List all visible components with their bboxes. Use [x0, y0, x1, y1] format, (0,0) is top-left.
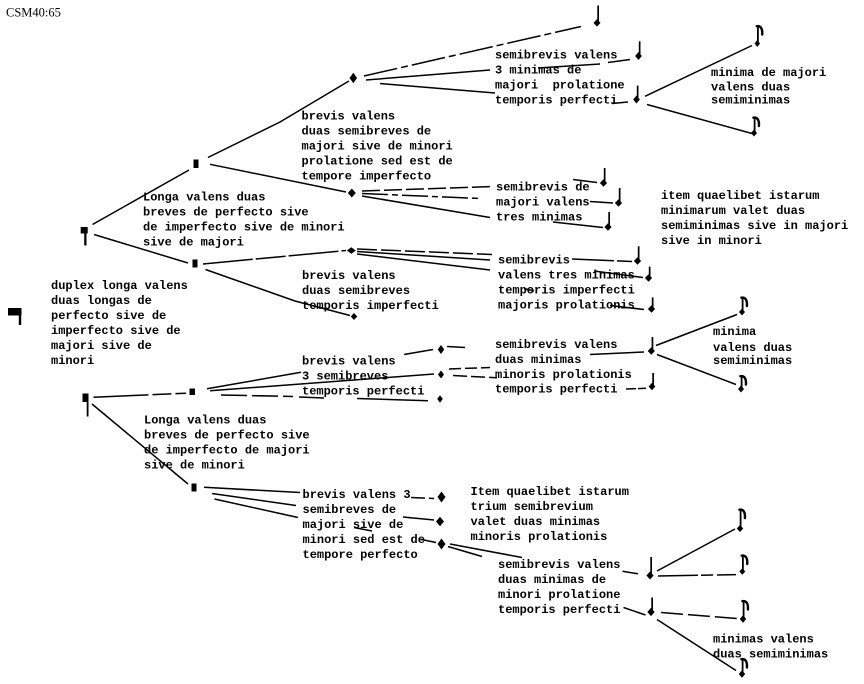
svg-text:tres minimas: tres minimas: [496, 211, 582, 225]
svg-text:duas minimas de: duas minimas de: [498, 573, 606, 587]
svg-text:tempore perfecto: tempore perfecto: [303, 548, 418, 562]
svg-text:duas longas de: duas longas de: [51, 294, 152, 308]
svg-text:duas semibreves de: duas semibreves de: [302, 125, 432, 139]
svg-text:brevis valens: brevis valens: [302, 355, 396, 369]
svg-text:majori prolatione: majori prolatione: [495, 79, 625, 93]
svg-text:item quaelibet istarum: item quaelibet istarum: [661, 189, 819, 203]
svg-text:minori sed est de: minori sed est de: [303, 533, 425, 547]
svg-text:majori valens: majori valens: [496, 196, 590, 210]
svg-text:majori sive de minori: majori sive de minori: [302, 140, 453, 154]
svg-text:valens duas: valens duas: [711, 81, 790, 95]
svg-text:duas semibreves: duas semibreves: [302, 284, 410, 298]
svg-text:minori prolatione: minori prolatione: [498, 588, 620, 602]
svg-text:brevis valens: brevis valens: [302, 269, 396, 283]
svg-text:semibrevis valens: semibrevis valens: [498, 558, 620, 572]
svg-text:minima de majori: minima de majori: [711, 66, 826, 80]
svg-text:3 semibreves: 3 semibreves: [302, 370, 388, 384]
svg-text:sive in minori: sive in minori: [661, 234, 762, 248]
svg-text:sive de majori: sive de majori: [143, 236, 244, 250]
svg-text:minoris prolationis: minoris prolationis: [495, 368, 632, 382]
svg-text:temporis perfecti: temporis perfecti: [498, 603, 620, 617]
svg-text:prolatione sed est de: prolatione sed est de: [302, 155, 453, 169]
svg-text:duas minimas: duas minimas: [495, 353, 581, 367]
svg-text:Longa valens duas: Longa valens duas: [144, 414, 266, 428]
svg-text:de imperfecto sive de minori: de imperfecto sive de minori: [143, 221, 345, 235]
svg-text:minori: minori: [51, 354, 94, 368]
svg-text:duas semiminimas: duas semiminimas: [713, 648, 828, 662]
svg-text:trium semibrevium: trium semibrevium: [471, 500, 593, 514]
svg-text:minoris prolationis: minoris prolationis: [471, 530, 608, 544]
svg-text:Item quaelibet istarum: Item quaelibet istarum: [471, 485, 629, 499]
svg-text:brevis valens 3: brevis valens 3: [303, 488, 411, 502]
svg-text:duplex longa valens: duplex longa valens: [51, 279, 188, 293]
svg-text:majori sive de: majori sive de: [51, 339, 152, 353]
svg-text:tempore imperfecto: tempore imperfecto: [302, 170, 432, 184]
svg-text:temporis perfecti: temporis perfecti: [495, 94, 617, 108]
svg-text:semibrevis valens: semibrevis valens: [495, 49, 617, 63]
svg-text:semiminimas sive in majori: semiminimas sive in majori: [661, 219, 848, 233]
svg-text:semibreves de: semibreves de: [303, 503, 397, 517]
svg-text:breves de perfecto sive: breves de perfecto sive: [143, 206, 309, 220]
svg-text:brevis valens: brevis valens: [302, 110, 396, 124]
svg-text:Longa valens duas: Longa valens duas: [143, 191, 265, 205]
svg-text:semibrevis: semibrevis: [498, 254, 570, 268]
svg-text:CSM40:65: CSM40:65: [6, 6, 61, 20]
svg-text:temporis imperfecti: temporis imperfecti: [498, 284, 635, 298]
svg-text:semibrevis valens: semibrevis valens: [495, 338, 617, 352]
svg-text:semiminimas: semiminimas: [713, 354, 792, 368]
svg-text:imperfecto sive de: imperfecto sive de: [51, 324, 181, 338]
svg-text:valet duas minimas: valet duas minimas: [471, 515, 601, 529]
svg-text:minimarum valet duas: minimarum valet duas: [661, 204, 805, 218]
svg-text:de imperfecto de majori: de imperfecto de majori: [144, 444, 310, 458]
svg-text:majori sive de: majori sive de: [303, 518, 404, 532]
svg-text:minimas valens: minimas valens: [713, 633, 814, 647]
svg-text:perfecto sive de: perfecto sive de: [51, 309, 166, 323]
svg-text:temporis perfecti: temporis perfecti: [495, 383, 617, 397]
svg-text:temporis perfecti: temporis perfecti: [302, 385, 424, 399]
svg-text:valens tres minimas: valens tres minimas: [498, 269, 635, 283]
svg-text:breves de perfecto sive: breves de perfecto sive: [144, 429, 310, 443]
svg-text:temporis imperfecti: temporis imperfecti: [302, 299, 439, 313]
svg-text:valens duas: valens duas: [713, 341, 792, 355]
svg-text:semibrevis de: semibrevis de: [496, 181, 590, 195]
svg-text:majoris prolationis: majoris prolationis: [498, 299, 635, 313]
svg-text:semiminimas: semiminimas: [711, 94, 790, 108]
svg-text:minima: minima: [713, 325, 756, 339]
